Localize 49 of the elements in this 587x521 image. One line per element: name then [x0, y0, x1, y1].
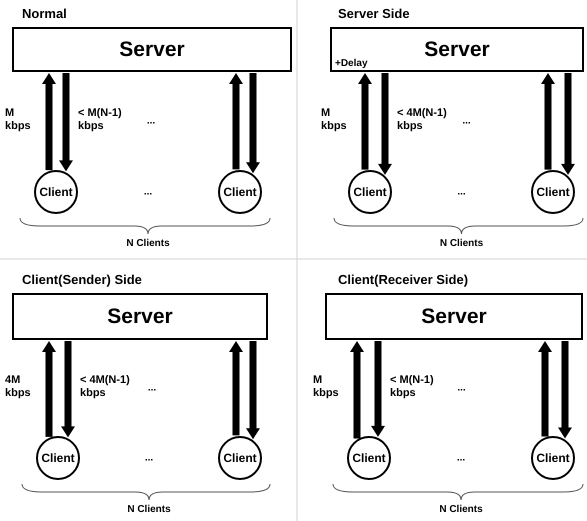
arrow	[42, 73, 56, 170]
ellipsis-text: ...	[146, 116, 156, 126]
server-label: Server	[106, 304, 174, 328]
client-circle: Client	[531, 170, 575, 214]
server-box	[12, 293, 268, 340]
arrow	[59, 73, 73, 172]
delay-note: +Delay	[335, 58, 368, 69]
server-label: Server	[420, 304, 488, 328]
ellipsis-text: ...	[457, 186, 466, 198]
client-circle: Client	[348, 170, 392, 214]
arrow	[358, 73, 372, 170]
group-label: N Clients	[439, 504, 483, 515]
arrow	[371, 341, 385, 437]
client-circle: Client	[218, 436, 262, 480]
ellipsis-text: ...	[456, 452, 466, 464]
ellipsis-text: ...	[457, 382, 466, 394]
client-circle: Client	[34, 170, 78, 214]
arrow	[350, 341, 364, 439]
ellipsis-text: ...	[148, 382, 156, 394]
server-label: Server	[423, 38, 491, 62]
arrow	[246, 73, 260, 174]
arrow	[538, 341, 552, 436]
arrow	[561, 73, 575, 175]
panel-title: Server Side	[338, 6, 410, 21]
arrow	[378, 73, 392, 175]
arrow	[42, 341, 56, 437]
panel-title: Client(Receiver Side)	[338, 272, 468, 287]
server-box	[325, 293, 583, 340]
panel-title: Client(Sender) Side	[22, 272, 142, 287]
group-label: N Clients	[440, 238, 484, 249]
client-circle: Client	[36, 436, 80, 480]
server-box	[12, 27, 292, 72]
ellipsis-text: ...	[144, 186, 152, 198]
arrow	[558, 341, 572, 439]
arrow	[541, 73, 555, 170]
group-label: N Clients	[126, 238, 170, 249]
panel-title: Normal	[22, 6, 67, 21]
arrow	[61, 341, 75, 438]
client-circle: Client	[218, 170, 262, 214]
ellipsis-text: ...	[462, 116, 471, 126]
arrow	[246, 341, 260, 440]
arrow	[229, 341, 243, 436]
client-circle: Client	[531, 436, 575, 480]
ellipsis-text: ...	[144, 452, 154, 464]
client-circle: Client	[347, 436, 391, 480]
arrow	[229, 73, 243, 170]
server-label: Server	[118, 38, 186, 62]
group-label: N Clients	[127, 504, 171, 515]
server-box	[330, 27, 584, 72]
